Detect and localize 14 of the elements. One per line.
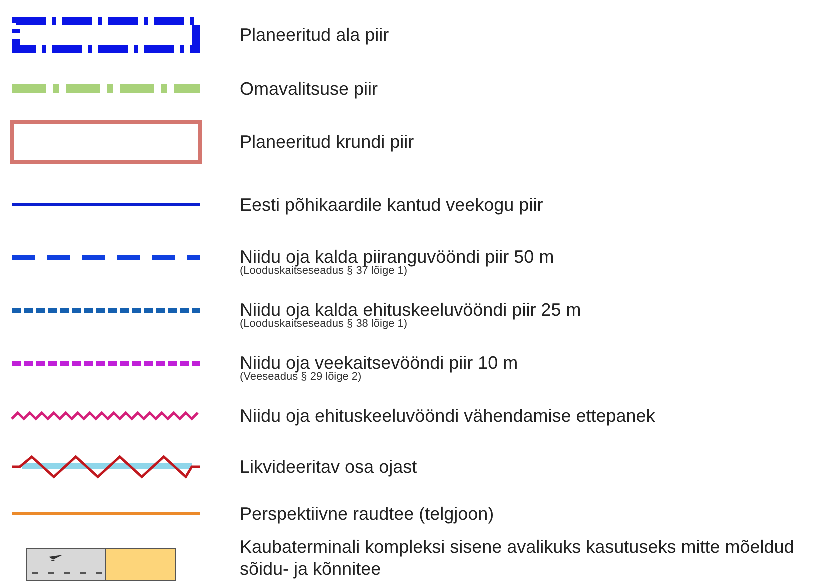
legend-text: Planeeritud ala piir: [240, 24, 390, 46]
legend-text: Eesti põhikaardile kantud veekogu piir: [240, 194, 544, 216]
legend-text: Niidu oja kalda ehituskeeluvööndi piir 25 m: [240, 299, 582, 320]
legal-reference-note: (Looduskaitseseadus § 38 lõige 1): [240, 318, 408, 330]
legend-text: Niidu oja ehituskeeluvööndi vähendamise ettepanek: [240, 405, 656, 427]
legend-text: Niidu oja veekaitsevööndi piir 10 m: [240, 352, 520, 373]
legend-text: Planeeritud krundi piir: [240, 131, 416, 153]
legend-text: Perspektiivne raudtee (telgjoon): [240, 503, 496, 525]
legend-text: Niidu oja kalda piiranguvööndi piir 50 m: [240, 246, 556, 267]
legal-reference-note: (Veeseadus § 29 lõige 2): [240, 371, 362, 383]
legal-reference-note: (Looduskaitseseadus § 37 lõige 1): [240, 265, 408, 277]
legend-text: Kaubaterminali kompleksi sisene avalikuks kasutuseks mitte mõeldud sõidu- ja kõnnitee: [240, 536, 796, 580]
legend-text: Likvideeritav osa ojast: [240, 456, 418, 478]
legend-text: Omavalitsuse piir: [240, 78, 380, 100]
